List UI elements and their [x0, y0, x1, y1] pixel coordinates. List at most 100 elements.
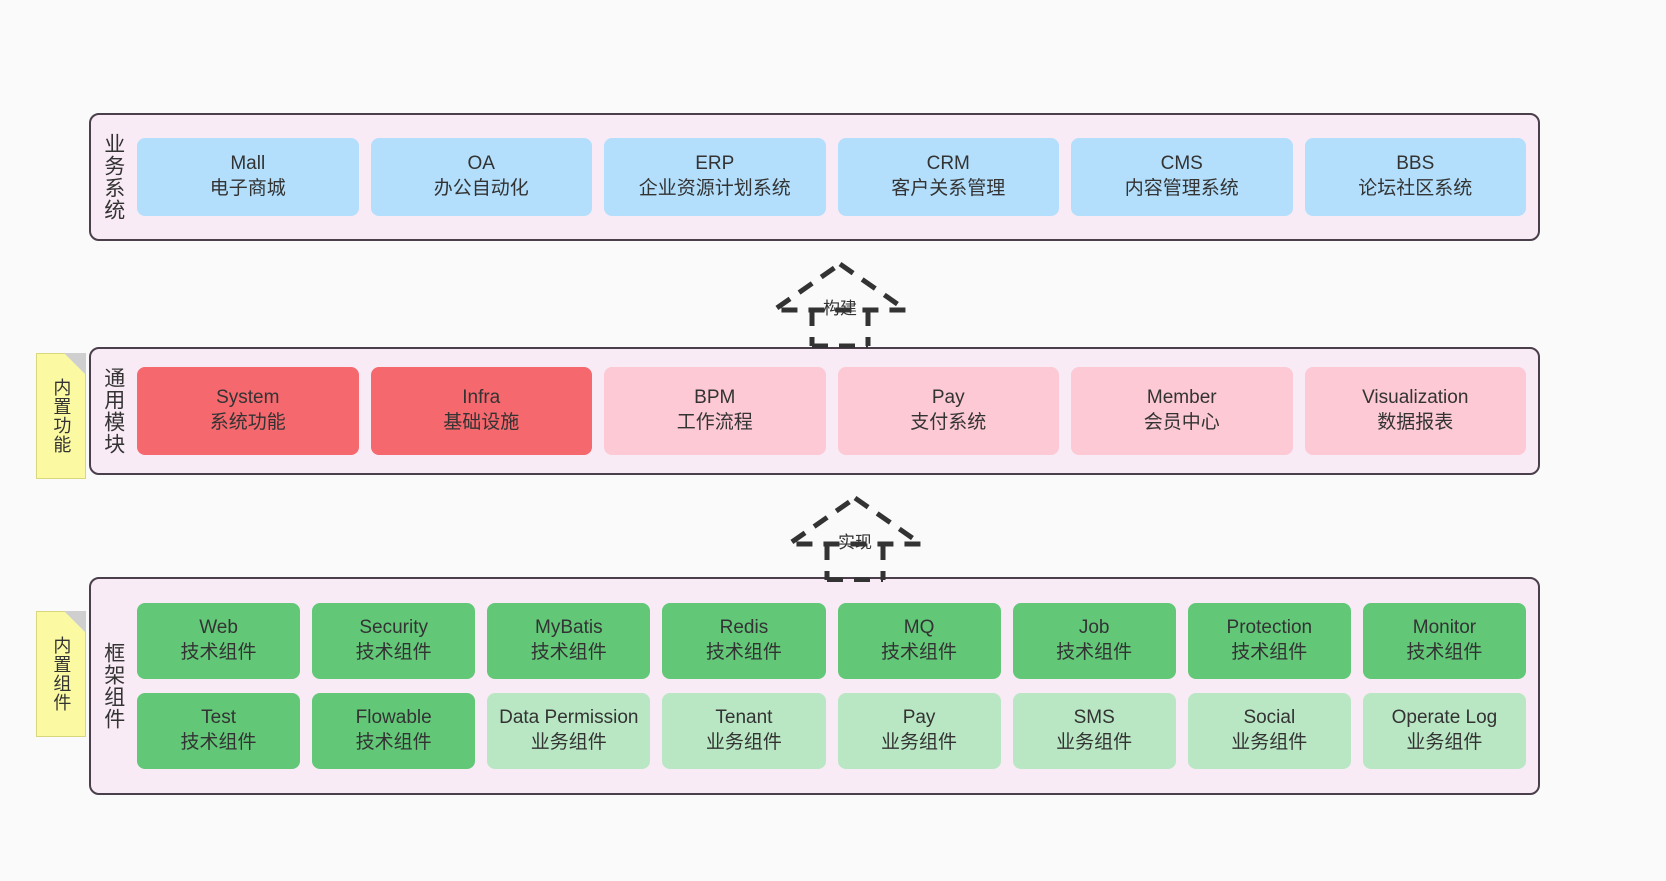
card-bpm-desc: 工作流程: [676, 412, 753, 433]
layer-common-module: 通用模块 System 系统功能 Infra 基础设施 BPM 工作流程 Pay…: [89, 347, 1540, 475]
card-erp[interactable]: ERP 企业资源计划系统: [604, 138, 826, 216]
layer-framework-component: 框架组件 Web 技术组件 Security 技术组件 MyBatis 技术组件…: [89, 577, 1540, 795]
card-monitor-name: Monitor: [1412, 617, 1477, 639]
card-bpm[interactable]: BPM 工作流程: [604, 367, 826, 455]
card-visualization[interactable]: Visualization 数据报表: [1304, 367, 1526, 455]
card-mq-desc: 技术组件: [881, 642, 958, 663]
generalization-arrowhead-icon: [781, 494, 929, 547]
generalization-arrowhead-icon: [766, 260, 914, 313]
card-sms[interactable]: SMS 业务组件: [1012, 693, 1176, 769]
card-job-name: Job: [1078, 617, 1110, 639]
card-social-name: Social: [1243, 707, 1296, 729]
connector-stem-icon: [809, 310, 871, 348]
card-test-desc: 技术组件: [180, 732, 257, 753]
card-cms-desc: 内容管理系统: [1124, 178, 1239, 199]
connector-implement-glyph: [781, 494, 929, 582]
card-operate-log[interactable]: Operate Log 业务组件: [1362, 693, 1526, 769]
card-web-desc: 技术组件: [180, 642, 257, 663]
card-operate-log-name: Operate Log: [1391, 707, 1498, 729]
card-web-name: Web: [199, 617, 238, 639]
card-member-desc: 会员中心: [1143, 412, 1220, 433]
card-mall-desc: 电子商城: [209, 178, 286, 199]
layer-business-system-cards: Mall 电子商城 OA 办公自动化 ERP 企业资源计划系统 CRM 客户关系…: [135, 115, 1538, 239]
card-oa-name: OA: [467, 153, 495, 175]
card-visualization-desc: 数据报表: [1377, 412, 1454, 433]
framework-row-tech: Web 技术组件 Security 技术组件 MyBatis 技术组件 Redi…: [137, 603, 1526, 679]
connector-build-glyph: [766, 260, 914, 348]
connector-build: 构建: [760, 258, 920, 348]
card-flowable-name: Flowable: [355, 707, 432, 729]
card-web[interactable]: Web 技术组件: [137, 603, 301, 679]
connector-build-label: 构建: [823, 299, 857, 318]
card-crm[interactable]: CRM 客户关系管理: [837, 138, 1059, 216]
note-builtin-features-label: 内置功能: [51, 378, 72, 454]
card-flowable[interactable]: Flowable 技术组件: [312, 693, 476, 769]
connector-implement-label: 实现: [838, 533, 872, 552]
card-pay-component-name: Pay: [902, 707, 936, 729]
layer-common-module-cards: System 系统功能 Infra 基础设施 BPM 工作流程 Pay 支付系统…: [135, 349, 1538, 473]
card-data-permission[interactable]: Data Permission 业务组件: [487, 693, 651, 769]
card-crm-name: CRM: [926, 153, 970, 175]
card-bbs-desc: 论坛社区系统: [1358, 178, 1473, 199]
card-security-desc: 技术组件: [355, 642, 432, 663]
connector-stem-icon: [824, 544, 886, 582]
card-sms-desc: 业务组件: [1056, 732, 1133, 753]
card-oa[interactable]: OA 办公自动化: [370, 138, 592, 216]
card-operate-log-desc: 业务组件: [1406, 732, 1483, 753]
card-infra[interactable]: Infra 基础设施: [370, 367, 592, 455]
card-security-name: Security: [359, 617, 428, 639]
card-mall[interactable]: Mall 电子商城: [137, 138, 359, 216]
card-redis-desc: 技术组件: [705, 642, 782, 663]
connector-implement: 实现: [775, 492, 935, 582]
card-data-permission-name: Data Permission: [499, 707, 639, 729]
card-erp-desc: 企业资源计划系统: [638, 178, 791, 199]
card-monitor[interactable]: Monitor 技术组件: [1362, 603, 1526, 679]
layer-common-module-title: 通用模块: [101, 367, 125, 455]
card-crm-desc: 客户关系管理: [891, 178, 1006, 199]
card-system-desc: 系统功能: [209, 412, 286, 433]
card-system[interactable]: System 系统功能: [137, 367, 359, 455]
card-flowable-desc: 技术组件: [355, 732, 432, 753]
layer-framework-component-cards: Web 技术组件 Security 技术组件 MyBatis 技术组件 Redi…: [135, 579, 1538, 793]
card-bpm-name: BPM: [694, 387, 736, 409]
card-mybatis[interactable]: MyBatis 技术组件: [487, 603, 651, 679]
card-system-name: System: [216, 387, 280, 409]
note-builtin-components-label: 内置组件: [51, 636, 72, 712]
card-mq-name: MQ: [903, 617, 935, 639]
card-pay-module-name: Pay: [931, 387, 965, 409]
framework-row-business: Test 技术组件 Flowable 技术组件 Data Permission …: [137, 693, 1526, 769]
card-job[interactable]: Job 技术组件: [1012, 603, 1176, 679]
note-builtin-components: 内置组件: [36, 611, 86, 737]
card-oa-desc: 办公自动化: [433, 178, 529, 199]
card-security[interactable]: Security 技术组件: [312, 603, 476, 679]
card-visualization-name: Visualization: [1362, 387, 1469, 409]
card-monitor-desc: 技术组件: [1406, 642, 1483, 663]
card-infra-name: Infra: [462, 387, 501, 409]
card-protection[interactable]: Protection 技术组件: [1187, 603, 1351, 679]
layer-business-system: 业务系统 Mall 电子商城 OA 办公自动化 ERP 企业资源计划系统 CRM…: [89, 113, 1540, 241]
layer-business-system-title: 业务系统: [101, 133, 125, 221]
card-protection-desc: 技术组件: [1231, 642, 1308, 663]
card-infra-desc: 基础设施: [443, 412, 520, 433]
card-pay-module-desc: 支付系统: [910, 412, 987, 433]
layer-framework-component-title: 框架组件: [101, 642, 125, 730]
card-tenant-desc: 业务组件: [705, 732, 782, 753]
card-social[interactable]: Social 业务组件: [1187, 693, 1351, 769]
card-test-name: Test: [201, 707, 236, 729]
card-mybatis-name: MyBatis: [535, 617, 603, 639]
card-mall-name: Mall: [230, 153, 266, 175]
card-pay-component[interactable]: Pay 业务组件: [837, 693, 1001, 769]
card-pay-module[interactable]: Pay 支付系统: [837, 367, 1059, 455]
card-tenant[interactable]: Tenant 业务组件: [662, 693, 826, 769]
card-redis[interactable]: Redis 技术组件: [662, 603, 826, 679]
card-member[interactable]: Member 会员中心: [1071, 367, 1293, 455]
card-mybatis-desc: 技术组件: [530, 642, 607, 663]
card-bbs-name: BBS: [1396, 153, 1435, 175]
card-redis-name: Redis: [719, 617, 769, 639]
card-mq[interactable]: MQ 技术组件: [837, 603, 1001, 679]
card-bbs[interactable]: BBS 论坛社区系统: [1304, 138, 1526, 216]
card-cms-name: CMS: [1160, 153, 1203, 175]
card-cms[interactable]: CMS 内容管理系统: [1071, 138, 1293, 216]
card-test[interactable]: Test 技术组件: [137, 693, 301, 769]
card-member-name: Member: [1146, 387, 1217, 409]
